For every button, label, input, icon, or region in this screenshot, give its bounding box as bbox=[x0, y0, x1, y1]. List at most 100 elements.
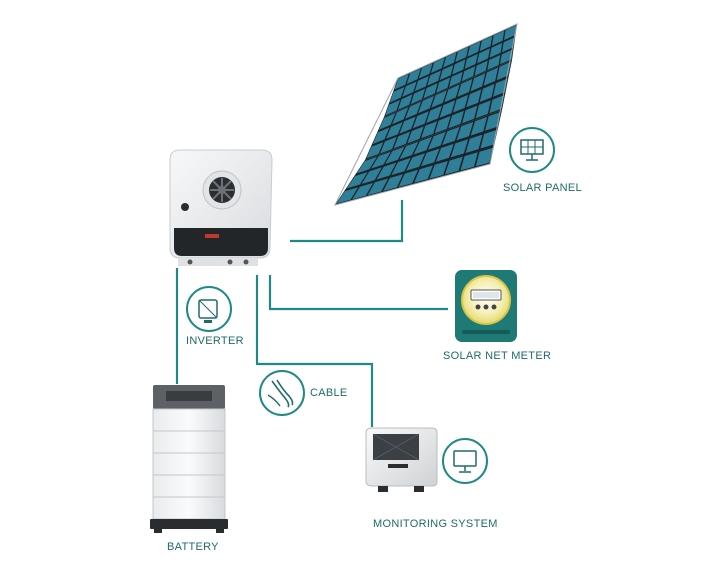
solar-cell bbox=[356, 156, 377, 174]
solar-cell bbox=[412, 111, 429, 129]
solar-cell bbox=[483, 67, 499, 86]
solar-cell bbox=[470, 73, 486, 92]
line-inverter-to-meter bbox=[268, 275, 448, 311]
solar-panel-array bbox=[334, 23, 518, 206]
solar-cell bbox=[366, 142, 384, 159]
solar-cell bbox=[452, 94, 469, 113]
solar-cell bbox=[380, 136, 397, 154]
solar-cell bbox=[475, 147, 493, 167]
solar-cell bbox=[399, 141, 419, 160]
solar-cell bbox=[439, 100, 456, 118]
solar-cell bbox=[504, 25, 517, 41]
solar-cell bbox=[491, 30, 505, 46]
solar-cell bbox=[442, 126, 460, 145]
solar-cell bbox=[467, 41, 481, 57]
monitoring-device bbox=[365, 427, 438, 492]
solar-cell bbox=[466, 89, 482, 108]
solar-cell bbox=[475, 100, 491, 119]
solar-cell bbox=[386, 122, 403, 139]
solar-cell bbox=[398, 169, 418, 187]
solar-cell bbox=[489, 42, 503, 58]
solar-cell bbox=[423, 83, 438, 99]
solar-cell bbox=[414, 165, 433, 183]
label-cable: CABLE bbox=[310, 387, 348, 399]
inverter-icon bbox=[186, 286, 232, 332]
solar-cell bbox=[477, 48, 490, 64]
solar-panel-icon bbox=[509, 127, 555, 173]
solar-cell bbox=[487, 55, 501, 70]
solar-cell bbox=[431, 90, 447, 108]
solar-cell bbox=[418, 63, 433, 79]
solar-cell bbox=[434, 116, 451, 134]
solar-cell bbox=[429, 161, 448, 179]
solar-cell bbox=[435, 143, 454, 162]
solar-cell bbox=[383, 174, 403, 191]
solar-cell bbox=[444, 156, 463, 175]
solar-cell bbox=[414, 76, 429, 92]
solar-cell bbox=[426, 105, 442, 123]
solar-cell bbox=[352, 182, 374, 200]
solar-cell bbox=[439, 65, 454, 81]
solar-cell bbox=[480, 129, 497, 149]
solar-cell bbox=[394, 74, 409, 90]
line-inverter-to-panel bbox=[290, 200, 404, 243]
solar-cell bbox=[464, 53, 478, 69]
solar-cell bbox=[410, 88, 426, 105]
solar-cell bbox=[479, 83, 495, 102]
solar-cell bbox=[389, 87, 405, 103]
solar-cell bbox=[450, 139, 469, 158]
solar-cell bbox=[361, 167, 382, 184]
solar-cell bbox=[456, 121, 474, 141]
solar-cell bbox=[413, 136, 432, 155]
solar-cell bbox=[405, 101, 422, 119]
solar-cell bbox=[449, 71, 463, 87]
solar-cell bbox=[465, 134, 483, 153]
solar-cell bbox=[500, 49, 513, 65]
solar-cell bbox=[385, 99, 400, 116]
solar-cell bbox=[455, 47, 469, 62]
solar-cell bbox=[462, 105, 478, 124]
solar-cell bbox=[376, 162, 397, 180]
solar-cell bbox=[391, 157, 411, 176]
solar-cell bbox=[371, 151, 391, 169]
solar-cell bbox=[402, 81, 417, 97]
solar-cell bbox=[444, 84, 460, 103]
label-monitoring-system: MONITORING SYSTEM bbox=[373, 518, 498, 530]
solar-cell bbox=[460, 152, 478, 171]
solar-cell bbox=[372, 127, 390, 145]
solar-cell bbox=[336, 187, 359, 204]
solar-cell bbox=[448, 110, 464, 129]
solar-cell bbox=[502, 37, 515, 53]
solar-cell bbox=[479, 36, 493, 52]
solar-cell bbox=[385, 146, 405, 164]
battery-device bbox=[150, 385, 228, 533]
solar-net-meter-device bbox=[455, 270, 517, 342]
solar-cell bbox=[427, 70, 442, 86]
solar-cell bbox=[406, 68, 421, 84]
solar-cell bbox=[431, 57, 445, 73]
label-inverter: INVERTER bbox=[186, 335, 244, 347]
solar-cell bbox=[407, 126, 424, 144]
solar-cell bbox=[392, 107, 409, 125]
solar-cell bbox=[379, 113, 396, 130]
solar-cell bbox=[461, 66, 476, 82]
cable-icon bbox=[259, 370, 305, 416]
solar-cell bbox=[399, 116, 416, 134]
solar-cell bbox=[398, 94, 413, 110]
label-solar-net-meter: SOLAR NET METER bbox=[443, 350, 552, 362]
monitor-icon bbox=[442, 438, 488, 484]
solar-cell bbox=[346, 172, 368, 189]
line-inverter-to-monitor bbox=[255, 275, 374, 427]
solar-cell bbox=[457, 78, 473, 97]
connection-lines bbox=[175, 200, 448, 427]
solar-cell bbox=[367, 178, 389, 196]
solar-cell bbox=[406, 153, 425, 171]
solar-cell bbox=[452, 59, 466, 75]
solar-cell bbox=[474, 60, 488, 76]
solar-cell bbox=[470, 116, 488, 136]
solar-cell bbox=[436, 77, 451, 93]
solar-cell bbox=[421, 148, 440, 167]
solar-cell bbox=[428, 131, 446, 150]
label-battery: BATTERY bbox=[167, 541, 219, 553]
